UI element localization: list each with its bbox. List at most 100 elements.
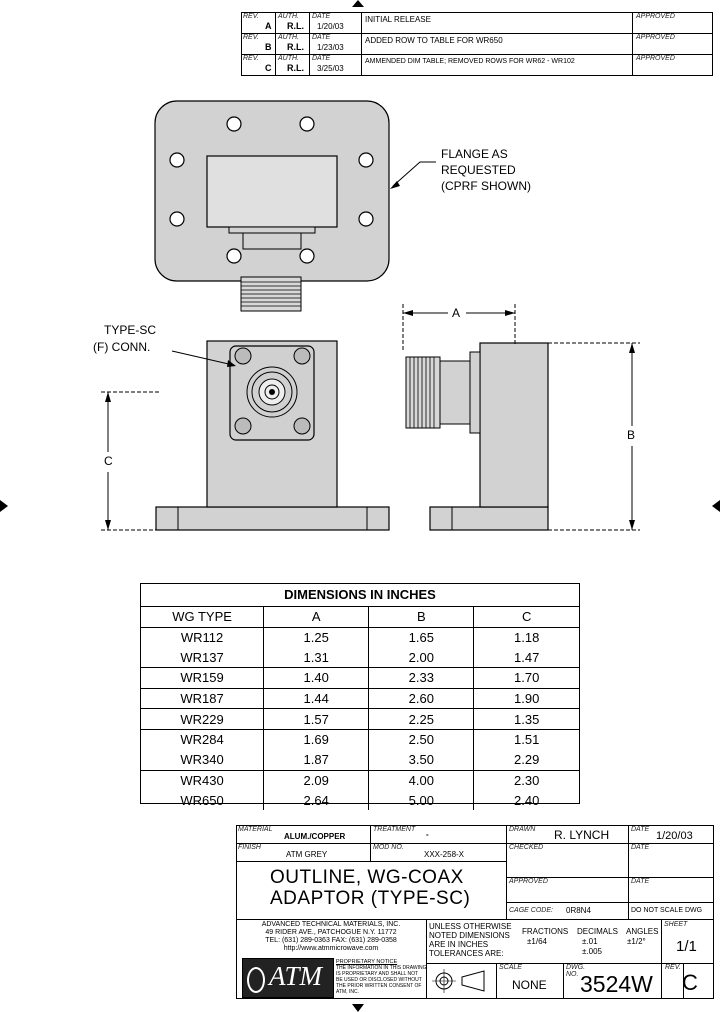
date-header: DATE (312, 34, 331, 41)
dimension-b-arrow-top (629, 343, 635, 353)
auth-header: AUTH. (278, 13, 299, 20)
dim-b-cell: 2.25 (368, 708, 474, 730)
rev-header: REV. (243, 34, 259, 41)
dim-a-cell: 1.69 (263, 729, 369, 750)
proprietary-line: THE PRIOR WRITTEN CONSENT OF (336, 983, 422, 989)
rev-date: 1/20/03 (317, 22, 344, 31)
rev-description: AMMENDED DIM TABLE; REMOVED ROWS FOR WR6… (365, 58, 575, 65)
rev-letter: A (265, 21, 272, 31)
material-value: ALUM./COPPER (284, 832, 346, 841)
wg-type-cell: WR340 (180, 752, 224, 768)
rev-label: REV. (665, 964, 681, 971)
cage-code-label: CAGE CODE: (509, 907, 553, 914)
date-header: DATE (312, 55, 331, 62)
dim-a-cell: 2.64 (263, 790, 369, 810)
wg-type-cell: WR650 (180, 792, 224, 808)
drawn-label: DRAWN (509, 826, 536, 833)
company-name: ADVANCED TECHNICAL MATERIALS, INC. (261, 921, 401, 928)
checked-label: CHECKED (509, 844, 544, 851)
adaptor-front-view (155, 340, 390, 531)
material-label: MATERIAL (238, 826, 273, 833)
wg-type-cell: WR229 (180, 711, 224, 727)
no-scale-note: DO NOT SCALE DWG (631, 907, 703, 914)
date-value: 1/20/03 (656, 830, 693, 842)
rev-date: 1/23/03 (317, 43, 344, 52)
atm-logo: ATM (242, 958, 334, 998)
scale-value: NONE (512, 978, 547, 992)
proprietary-line: BE USED OR DISCLOSED WITHOUT (336, 977, 422, 983)
mod-label: MOD NO. (373, 844, 404, 851)
connector-callout-line: (F) CONN. (93, 340, 151, 354)
flange-callout-line: REQUESTED (441, 163, 516, 177)
table-row: WR112 1.25 1.65 1.18 (141, 627, 579, 648)
dimensions-table: DIMENSIONS IN INCHES WG TYPE A B C WR112… (140, 583, 580, 810)
flange-leader-line (392, 161, 436, 187)
rev-header: REV. (243, 13, 259, 20)
date-header: DATE (312, 13, 331, 20)
finish-label: FINISH (238, 844, 261, 851)
company-phone: TEL: (631) 289-0363 FAX: (631) 289-0358 (265, 937, 397, 944)
adaptor-side-view (405, 342, 549, 531)
revision-grid (241, 12, 713, 76)
proprietary-line: IS PROPRIETARY AND SHALL NOT (336, 971, 419, 977)
dimension-b-arrow-bottom (629, 520, 635, 530)
drawing-title-line: OUTLINE, WG-COAX (270, 867, 464, 888)
connector-leader-line (171, 350, 234, 366)
dim-a-cell: 1.40 (263, 667, 369, 689)
approved-label: APPROVED (509, 878, 548, 885)
table-row: WR137 1.31 2.00 1.47 (141, 647, 579, 668)
rev-letter: B (265, 42, 272, 52)
connector-callout: TYPE-SC (F) CONN. (93, 322, 156, 356)
dwg-label: DWG. (566, 964, 586, 971)
dim-a-cell: 2.09 (263, 770, 369, 791)
dimension-c-arrow-bottom (105, 520, 111, 530)
rev-header: REV. (243, 55, 259, 62)
table-row: WR340 1.87 3.50 2.29 (141, 749, 579, 770)
fractions-value: ±1/64 (527, 937, 547, 946)
tolerance-line: UNLESS OTHERWISE (429, 922, 512, 931)
revision-block: REV. A AUTH. R.L. DATE 1/20/03 INITIAL R… (241, 12, 713, 76)
dim-a-cell: 1.31 (263, 647, 369, 668)
wg-type-cell: WR284 (180, 732, 224, 748)
date-label: DATE (631, 826, 650, 833)
decimals-value: ±.005 (582, 947, 602, 956)
company-info: ADVANCED TECHNICAL MATERIALS, INC. 49 RI… (236, 921, 426, 953)
dim-c-cell: 1.47 (473, 647, 579, 668)
column-header: B (368, 607, 474, 628)
dim-a-cell: 1.44 (263, 688, 369, 709)
column-header: C (473, 607, 579, 628)
decimals-value: ±.01 (582, 937, 598, 946)
dim-b-cell: 3.50 (368, 749, 474, 770)
left-center-marker (0, 500, 8, 512)
dim-b-cell: 1.65 (368, 627, 474, 648)
auth-header: AUTH. (278, 34, 299, 41)
treatment-label: TREATMENT (373, 826, 416, 833)
flange-callout-line: FLANGE AS (441, 147, 508, 161)
rev-status: APPROVED (636, 13, 675, 20)
drawing-number: 3524W (580, 971, 653, 997)
dimension-a-label: A (452, 306, 461, 320)
dim-a-cell: 1.87 (263, 749, 369, 770)
dwg-label: NO. (566, 971, 579, 978)
rev-status: APPROVED (636, 55, 675, 62)
wg-type-cell: WR159 (180, 670, 224, 686)
treatment-value: - (426, 830, 429, 839)
rev-auth: R.L. (287, 63, 304, 73)
proprietary-line: THE INFORMATION IN THIS DRAWING (336, 965, 427, 971)
proprietary-line: ATM, INC. (336, 989, 359, 995)
dim-a-cell: 1.25 (263, 627, 369, 648)
drawing-title-line: ADAPTOR (TYPE-SC) (270, 888, 471, 909)
date-label: DATE (631, 844, 650, 851)
angles-value: ±1/2° (627, 937, 646, 946)
dim-c-cell: 1.51 (473, 729, 579, 750)
drawn-value: R. LYNCH (554, 828, 610, 842)
rev-letter: C (265, 63, 272, 73)
top-center-marker (352, 0, 364, 7)
tolerance-line: ARE IN INCHES (429, 940, 489, 949)
mod-value: XXX-258-X (424, 850, 465, 859)
dim-c-cell: 2.40 (473, 790, 579, 810)
rev-status: APPROVED (636, 34, 675, 41)
column-header: WG TYPE (172, 609, 232, 625)
title-block: MATERIAL ALUM./COPPER TREATMENT - DRAWN … (236, 825, 714, 999)
